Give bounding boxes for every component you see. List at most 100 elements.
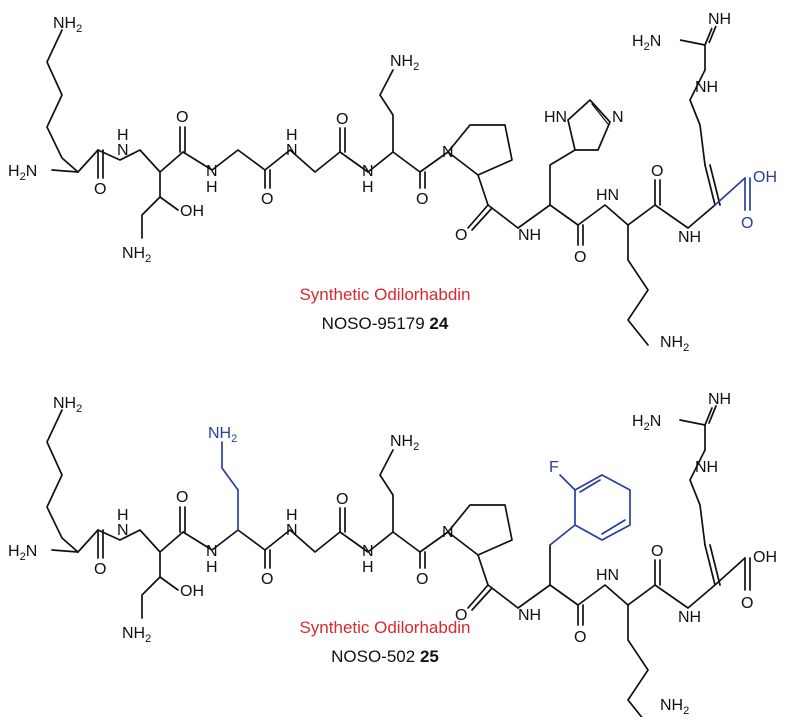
molecule-24: NH2 H2N N H O O OH NH2 N H O N H O NH2 N… <box>8 11 777 354</box>
molecule-25-highlight-bonds <box>221 441 631 546</box>
svg-text:H2N: H2N <box>632 33 661 53</box>
imidazole-hn: HN <box>544 109 567 126</box>
amide-n-3: N <box>286 142 298 159</box>
hydroxyl-label: OH <box>180 203 204 220</box>
molecule-24-code: NOSO-95179 <box>322 314 430 333</box>
amide-n-2: N <box>206 163 218 180</box>
amide-n-3: N <box>286 522 298 539</box>
n-terminus-n: N <box>26 163 38 180</box>
amine-orn-label: NH <box>390 53 413 70</box>
molecule-25-atom-labels: NH2 H2N N H O O OH NH2 NH2 N H O N H O N… <box>8 391 777 717</box>
n-terminus-sub: 2 <box>20 171 26 183</box>
amide-h-2: H <box>206 179 218 196</box>
amine-dab-sub: 2 <box>145 633 151 645</box>
molecule-24-number: 24 <box>429 314 448 333</box>
guanidine-imine: NH <box>708 11 731 28</box>
carbonyl-o-4: O <box>336 491 348 508</box>
amine-lys1-label: NH <box>53 15 76 32</box>
carbonyl-o-6: O <box>455 227 467 244</box>
amide-n-4: N <box>362 543 374 560</box>
amine-lys2-sub: 2 <box>683 705 689 717</box>
carbonyl-o-1: O <box>94 561 106 578</box>
amine-lys1-sub: 2 <box>76 23 82 35</box>
amide-n-4: N <box>362 163 374 180</box>
amine-dab-sub: 2 <box>145 253 151 265</box>
carbonyl-o-7: O <box>574 249 586 266</box>
carboxylic-o: O <box>741 215 753 232</box>
molecule-24-bonds <box>46 29 721 346</box>
amine-dab-label: NH <box>122 625 145 642</box>
carbonyl-o-2: O <box>176 489 188 506</box>
svg-text:NH2: NH2 <box>390 53 419 73</box>
guanidine-n: N <box>650 33 662 50</box>
amide-nh-7: NH <box>678 229 701 246</box>
amide-n-2: N <box>206 543 218 560</box>
guanidine-nh: NH <box>695 79 718 96</box>
amide-h-3: H <box>286 507 298 524</box>
molecule-25-title: Synthetic Odilorhabdin <box>299 618 470 637</box>
svg-text:NH2: NH2 <box>208 425 237 445</box>
amine-lys1-sub: 2 <box>76 403 82 415</box>
guanidine-h: H <box>632 33 644 50</box>
amine-orn-sub: 2 <box>413 441 419 453</box>
svg-text:NH2: NH2 <box>53 395 82 415</box>
carboxylic-o: O <box>741 595 753 612</box>
carbonyl-o-3: O <box>261 571 273 588</box>
carbonyl-o-7: O <box>574 629 586 646</box>
svg-text:H2N: H2N <box>8 163 37 183</box>
amide-h-4: H <box>362 179 374 196</box>
amide-nh-5: NH <box>518 607 541 624</box>
amide-nh-7: NH <box>678 609 701 626</box>
amine-orn-sub: 2 <box>413 61 419 73</box>
amide-h-4: H <box>362 559 374 576</box>
svg-text:H2N: H2N <box>8 543 37 563</box>
amine-lys2-sub: 2 <box>683 342 689 354</box>
amide-hn-6: HN <box>596 187 619 204</box>
molecule-24-title: Synthetic Odilorhabdin <box>299 285 470 304</box>
svg-text:NH2: NH2 <box>660 697 689 717</box>
carbonyl-o-8: O <box>651 543 663 560</box>
molecule-25-number: 25 <box>420 647 439 666</box>
imidazole-n: N <box>612 109 624 126</box>
carboxylic-oh: OH <box>753 549 777 566</box>
amide-hn-6: HN <box>596 567 619 584</box>
molecule-25-code: NOSO-502 <box>331 647 420 666</box>
molecule-24-guanidine-bonds <box>679 25 717 46</box>
proline-n: N <box>442 144 454 161</box>
carboxylic-oh: OH <box>753 169 777 186</box>
svg-text:NH2: NH2 <box>122 245 151 265</box>
carbonyl-o-8: O <box>651 163 663 180</box>
hydroxyl-label: OH <box>180 583 204 600</box>
amine-lys2-label: NH <box>660 697 683 714</box>
amide-n-1: N <box>117 522 129 539</box>
guanidine-imine: NH <box>708 391 731 408</box>
amine-orn-label: NH <box>390 433 413 450</box>
svg-text:NH2: NH2 <box>53 15 82 35</box>
amide-nh-5: NH <box>518 227 541 244</box>
svg-text:NOSO-502 25: NOSO-502 25 <box>331 647 439 666</box>
svg-text:NH2: NH2 <box>660 334 689 354</box>
n-terminus-h: H <box>8 543 20 560</box>
molecule-24-highlight-bonds <box>714 177 751 211</box>
amine-blue-label: NH <box>208 425 231 442</box>
svg-text:NOSO-95179 24: NOSO-95179 24 <box>322 314 449 333</box>
amide-h-2: H <box>206 559 218 576</box>
carbonyl-o-6: O <box>455 607 467 624</box>
amide-n-1: N <box>117 142 129 159</box>
guanidine-h: H <box>632 413 644 430</box>
amine-lys1-label: NH <box>53 395 76 412</box>
amide-h-3: H <box>286 127 298 144</box>
carbonyl-o-4: O <box>336 111 348 128</box>
proline-n: N <box>442 524 454 541</box>
n-terminus-h: H <box>8 163 20 180</box>
amide-h-1: H <box>117 507 129 524</box>
guanidine-sub: 2 <box>644 421 650 433</box>
guanidine-nh: NH <box>695 459 718 476</box>
carbonyl-o-2: O <box>176 109 188 126</box>
guanidine-sub: 2 <box>644 41 650 53</box>
amine-blue-sub: 2 <box>231 433 237 445</box>
molecule-25: NH2 H2N N H O O OH NH2 NH2 N H O N H O N… <box>8 391 777 722</box>
n-terminus-n: N <box>26 543 38 560</box>
